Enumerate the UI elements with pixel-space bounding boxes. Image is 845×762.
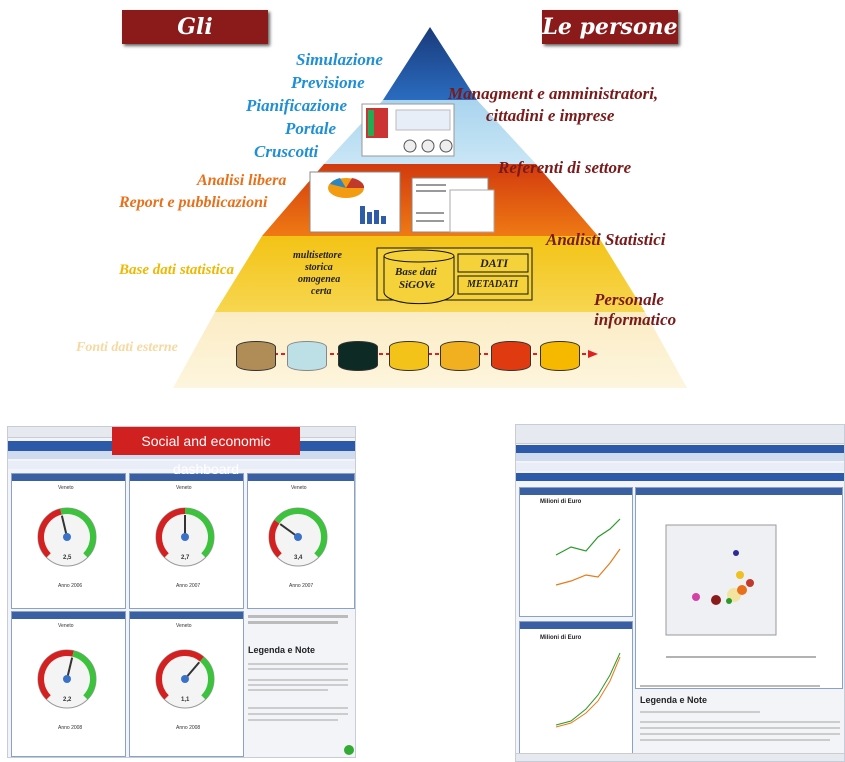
export-line-panel-2 xyxy=(519,621,633,757)
tool-report: Report e pubblicazioni xyxy=(119,194,268,211)
export-legend-title: Legenda e Note xyxy=(640,695,708,705)
tool-cruscotti: Cruscotti xyxy=(254,142,319,161)
source-cylinder-4 xyxy=(389,341,429,371)
gauge-3-region: Veneto xyxy=(291,485,307,491)
export-charts-svg xyxy=(555,518,816,728)
people-managment: Managment e amministratori, xyxy=(448,84,659,103)
people-referenti: Referenti di settore xyxy=(498,158,632,177)
gauge-4-year: Anno 2008 xyxy=(58,725,83,731)
dashboard-title-banner: Social and economic dashboard xyxy=(112,427,300,477)
db-cylinder-line1: Base dati xyxy=(395,266,437,278)
gauge-1-value: 2,5 xyxy=(63,555,72,561)
gauge-4-value: 2,2 xyxy=(63,697,72,703)
gauge-1-region: Veneto xyxy=(58,485,74,491)
gauge-2-value: 2,7 xyxy=(181,555,190,561)
db-dati-label: DATI xyxy=(480,256,509,270)
export-chart1-title: Milioni di Euro xyxy=(540,499,582,505)
people-cittadini: cittadini e imprese xyxy=(486,106,615,125)
gauge-1-year: Anno 2006 xyxy=(58,583,83,589)
people-header: Le persone xyxy=(542,10,678,44)
tool-fonti-dati: Fonti dati esterne xyxy=(76,340,178,355)
people-analisti: Analisti Statistici xyxy=(546,230,666,249)
gauge-5-year: Anno 2008 xyxy=(176,725,201,731)
gauge-2-region: Veneto xyxy=(176,485,192,491)
source-cylinder-6 xyxy=(491,341,531,371)
export-screenshot: Milioni di Euro Milioni di Euro Legenda … xyxy=(515,424,845,762)
people-informatico: informatico xyxy=(594,310,677,329)
tool-previsione: Previsione xyxy=(291,73,365,92)
db-cylinder-line2: SiGOVe xyxy=(399,279,436,291)
tool-pianificazione: Pianificazione xyxy=(246,96,348,115)
gauge-5 xyxy=(155,649,215,709)
source-cylinder-7 xyxy=(540,341,580,371)
source-cylinder-5 xyxy=(440,341,480,371)
gauge-3 xyxy=(268,507,328,567)
gauge-3-value: 3,4 xyxy=(294,555,303,561)
gauge-1 xyxy=(37,507,97,567)
gauge-3-year: Anno 2007 xyxy=(289,583,314,589)
db-quality-3: omogenea xyxy=(298,274,341,285)
dashboard-legend-title: Legenda e Note xyxy=(248,645,316,655)
gauge-5-region: Veneto xyxy=(176,623,192,629)
gauge-4 xyxy=(37,649,97,709)
source-cylinder-3 xyxy=(338,341,378,371)
export-line-panel-1 xyxy=(519,487,633,617)
tool-simulazione: Simulazione xyxy=(296,50,383,69)
gauge-5-value: 1,1 xyxy=(181,697,190,703)
export-chart2-title: Milioni di Euro xyxy=(540,635,582,641)
tool-analisi-libera: Analisi libera xyxy=(197,172,287,189)
db-quality-4: certa xyxy=(311,286,332,297)
people-personale: Personale xyxy=(594,290,664,309)
gauge-4-region: Veneto xyxy=(58,623,74,629)
db-quality-2: storica xyxy=(305,262,333,273)
gauge-panel-5 xyxy=(129,611,244,757)
tool-portale: Portale xyxy=(285,119,336,138)
pyramid-tier-top xyxy=(383,27,477,100)
tool-base-dati: Base dati statistica xyxy=(119,262,235,278)
gauges-svg xyxy=(37,507,328,709)
db-metadati-label: METADATI xyxy=(467,279,519,290)
pyramid-diagram xyxy=(173,27,687,388)
tools-header: Gli strumenti xyxy=(122,10,268,74)
db-quality-1: multisettore xyxy=(293,250,342,261)
gauge-2 xyxy=(155,507,215,567)
dashboard-screenshot: Veneto Veneto Veneto Veneto Veneto 2,5 2… xyxy=(7,426,356,758)
source-cylinder-2 xyxy=(287,341,327,371)
source-cylinder-1 xyxy=(236,341,276,371)
gauge-2-year: Anno 2007 xyxy=(176,583,201,589)
